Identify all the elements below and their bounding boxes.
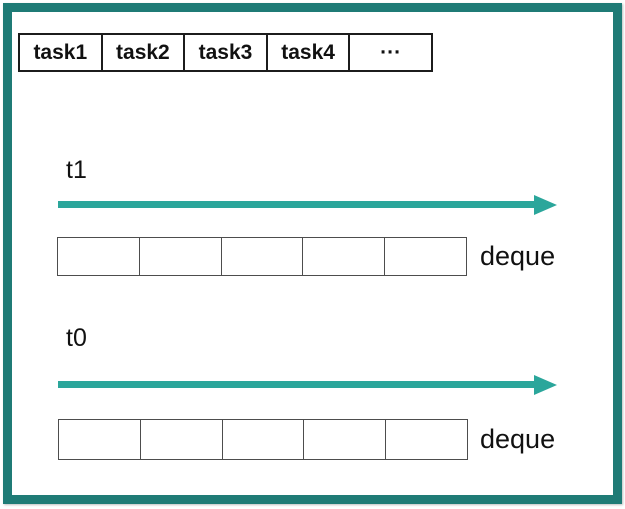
arrow-head-icon bbox=[534, 375, 557, 395]
task-cell-1: task1 bbox=[18, 33, 103, 72]
deque-cell bbox=[222, 419, 305, 460]
deque-cell bbox=[57, 237, 140, 276]
timeline-arrow-t1 bbox=[58, 195, 557, 215]
deque-cell bbox=[221, 237, 304, 276]
task-cell-ellipsis: ··· bbox=[350, 33, 433, 72]
task-queue: task1 task2 task3 task4 ··· bbox=[18, 33, 433, 72]
deque-cell bbox=[58, 419, 141, 460]
deque-cell bbox=[140, 419, 223, 460]
deque-t0 bbox=[58, 419, 468, 460]
arrow-head-icon bbox=[534, 195, 557, 215]
deque-cell bbox=[385, 237, 467, 276]
deque-t1 bbox=[57, 237, 467, 276]
task-cell-2: task2 bbox=[102, 33, 186, 72]
arrow-line bbox=[58, 381, 537, 388]
arrow-line bbox=[58, 201, 537, 208]
deque-cell bbox=[303, 237, 386, 276]
deque-label-t1: deque bbox=[480, 241, 556, 271]
thread-label-t0: t0 bbox=[66, 324, 87, 352]
task-cell-3: task3 bbox=[185, 33, 268, 72]
deque-label-t0: deque bbox=[480, 424, 556, 454]
task-cell-4: task4 bbox=[267, 33, 351, 72]
deque-cell bbox=[304, 419, 387, 460]
deque-cell bbox=[139, 237, 222, 276]
thread-label-t1: t1 bbox=[66, 156, 87, 184]
deque-cell bbox=[386, 419, 468, 460]
timeline-arrow-t0 bbox=[58, 375, 557, 395]
diagram-border-frame bbox=[3, 3, 622, 504]
